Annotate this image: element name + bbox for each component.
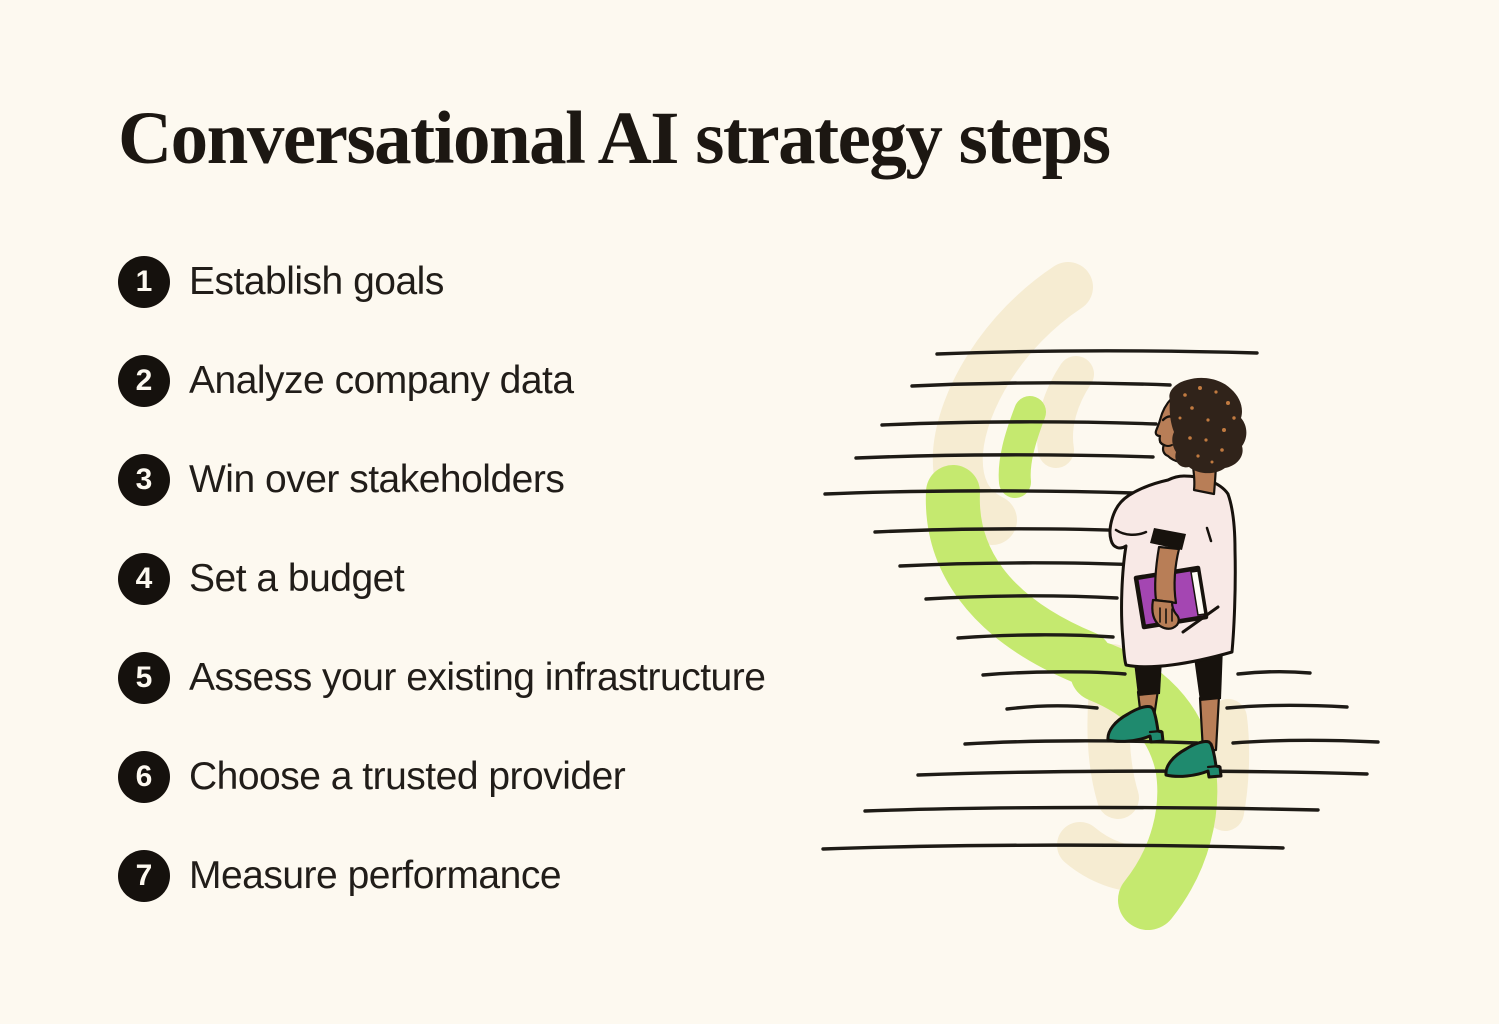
step-number-badge: 6 xyxy=(118,751,170,803)
step-item-7: 7 Measure performance xyxy=(118,850,765,902)
page-title: Conversational AI strategy steps xyxy=(118,97,1111,180)
sleeve-cuff xyxy=(1150,528,1186,550)
step-item-6: 6 Choose a trusted provider xyxy=(118,751,765,803)
step-item-2: 2 Analyze company data xyxy=(118,355,765,407)
stairs-illustration-svg xyxy=(821,262,1380,930)
step-number-badge: 5 xyxy=(118,652,170,704)
step-number-badge: 3 xyxy=(118,454,170,506)
stair-lines xyxy=(821,349,1380,851)
step-label: Assess your existing infrastructure xyxy=(189,656,766,699)
step-item-1: 1 Establish goals xyxy=(118,256,765,308)
step-number-badge: 4 xyxy=(118,553,170,605)
arm xyxy=(1154,545,1181,605)
step-number-badge: 1 xyxy=(118,256,170,308)
steps-list: 1 Establish goals 2 Analyze company data… xyxy=(118,256,766,949)
step-number-badge: 7 xyxy=(118,850,170,902)
stairs-illustration xyxy=(820,240,1460,940)
step-label: Measure performance xyxy=(189,854,562,897)
step-label: Establish goals xyxy=(189,260,444,303)
hair xyxy=(1169,377,1247,474)
step-item-5: 5 Assess your existing infrastructure xyxy=(118,652,766,704)
step-label: Set a budget xyxy=(189,557,405,600)
woman-figure xyxy=(1106,377,1247,779)
teal-heels xyxy=(1106,705,1223,779)
step-number-badge: 2 xyxy=(118,355,170,407)
step-item-3: 3 Win over stakeholders xyxy=(118,454,765,506)
step-label: Analyze company data xyxy=(189,359,574,402)
step-label: Choose a trusted provider xyxy=(189,755,626,798)
hair-speckles xyxy=(1178,386,1236,464)
step-item-4: 4 Set a budget xyxy=(118,553,765,605)
step-label: Win over stakeholders xyxy=(189,458,565,501)
